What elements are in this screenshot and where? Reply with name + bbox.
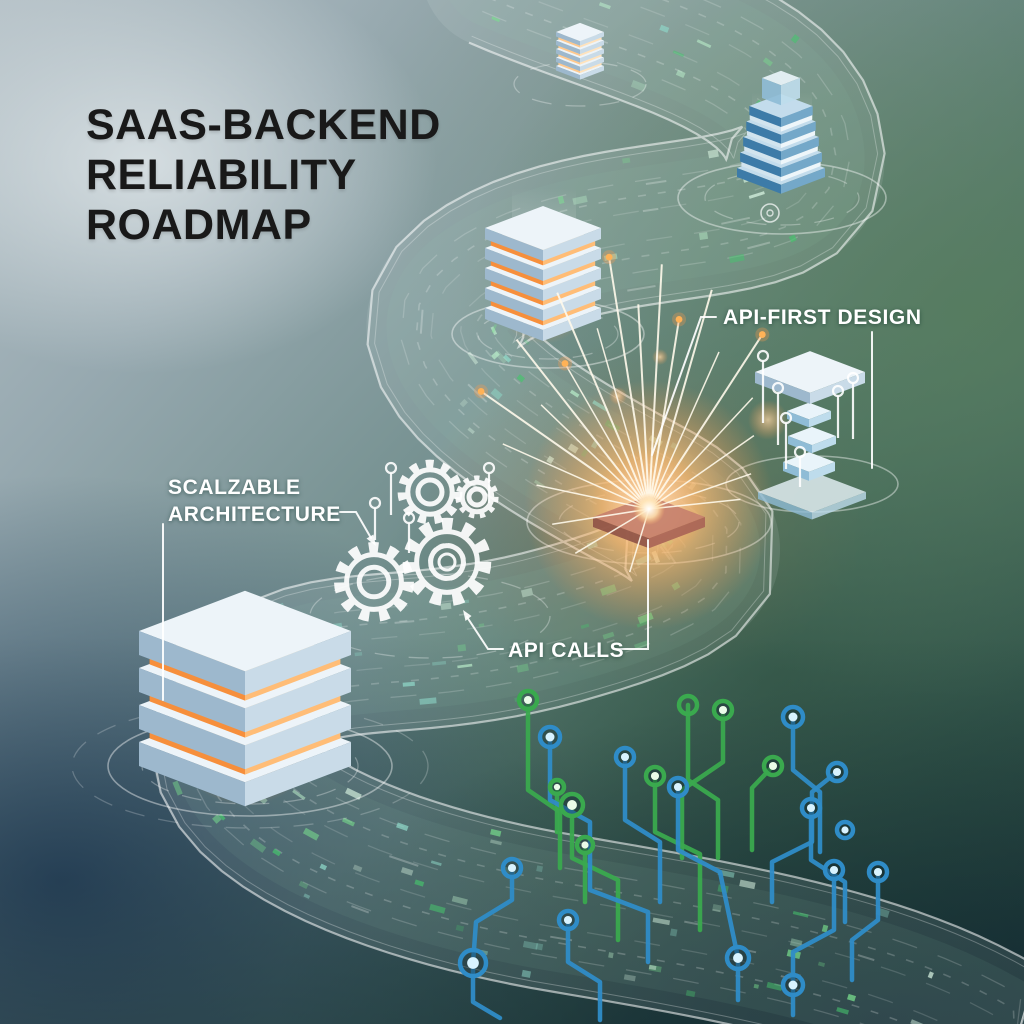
leader-scalable-arrow xyxy=(339,511,372,539)
label-api-calls: API CALLS xyxy=(508,639,624,662)
server-stacks xyxy=(139,22,866,807)
circuit-pins xyxy=(368,349,860,553)
title-line-2: RELIABILITY xyxy=(86,151,357,199)
leader-api-calls-left xyxy=(466,616,504,650)
server-stack-blue-ziggurat xyxy=(737,70,825,223)
leader-api-first-left xyxy=(651,316,717,456)
server-stack-top-small xyxy=(556,22,604,80)
server-stack-large xyxy=(139,590,351,807)
title-line-3: ROADMAP xyxy=(86,201,312,249)
milestone-labels: API-FIRST DESIGN SCALZABLE ARCHITECTURE … xyxy=(168,306,922,662)
label-scalable-architecture-line2: ARCHITECTURE xyxy=(168,503,341,526)
circuit-tree xyxy=(457,688,890,1023)
leader-api-calls-right xyxy=(613,539,649,650)
label-scalable-architecture-line1: SCALZABLE xyxy=(168,476,301,499)
label-api-first-design: API-FIRST DESIGN xyxy=(723,306,922,329)
leader-api-calls-arrowhead xyxy=(463,610,472,621)
gears-icon xyxy=(334,459,499,622)
page-title: SAAS-BACKEND RELIABILITY ROADMAP xyxy=(86,100,441,250)
title-line-1: SAAS-BACKEND xyxy=(86,101,441,149)
leader-scalable-arrowhead xyxy=(366,534,376,546)
leader-lines xyxy=(162,316,873,701)
server-stack-glowing-mid xyxy=(485,205,601,342)
burst-rays xyxy=(474,250,770,573)
